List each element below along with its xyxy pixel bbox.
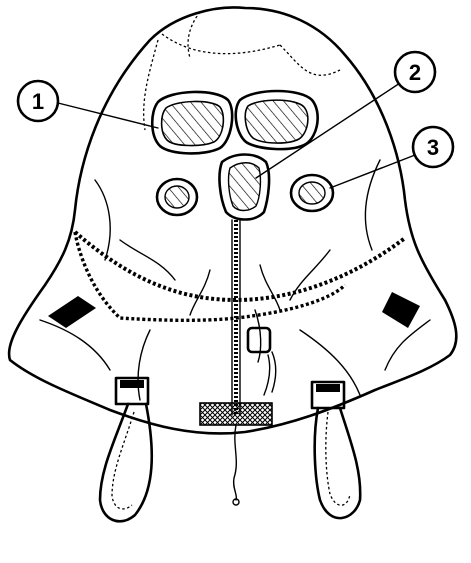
callout-1: 1 — [18, 81, 158, 128]
eyepiece-lens — [152, 91, 317, 153]
callout-3-label: 3 — [427, 135, 439, 160]
hem-straps — [100, 378, 360, 521]
callout-1-label: 1 — [32, 89, 44, 114]
nose-cup — [219, 155, 269, 220]
callout-2-label: 2 — [409, 60, 421, 85]
